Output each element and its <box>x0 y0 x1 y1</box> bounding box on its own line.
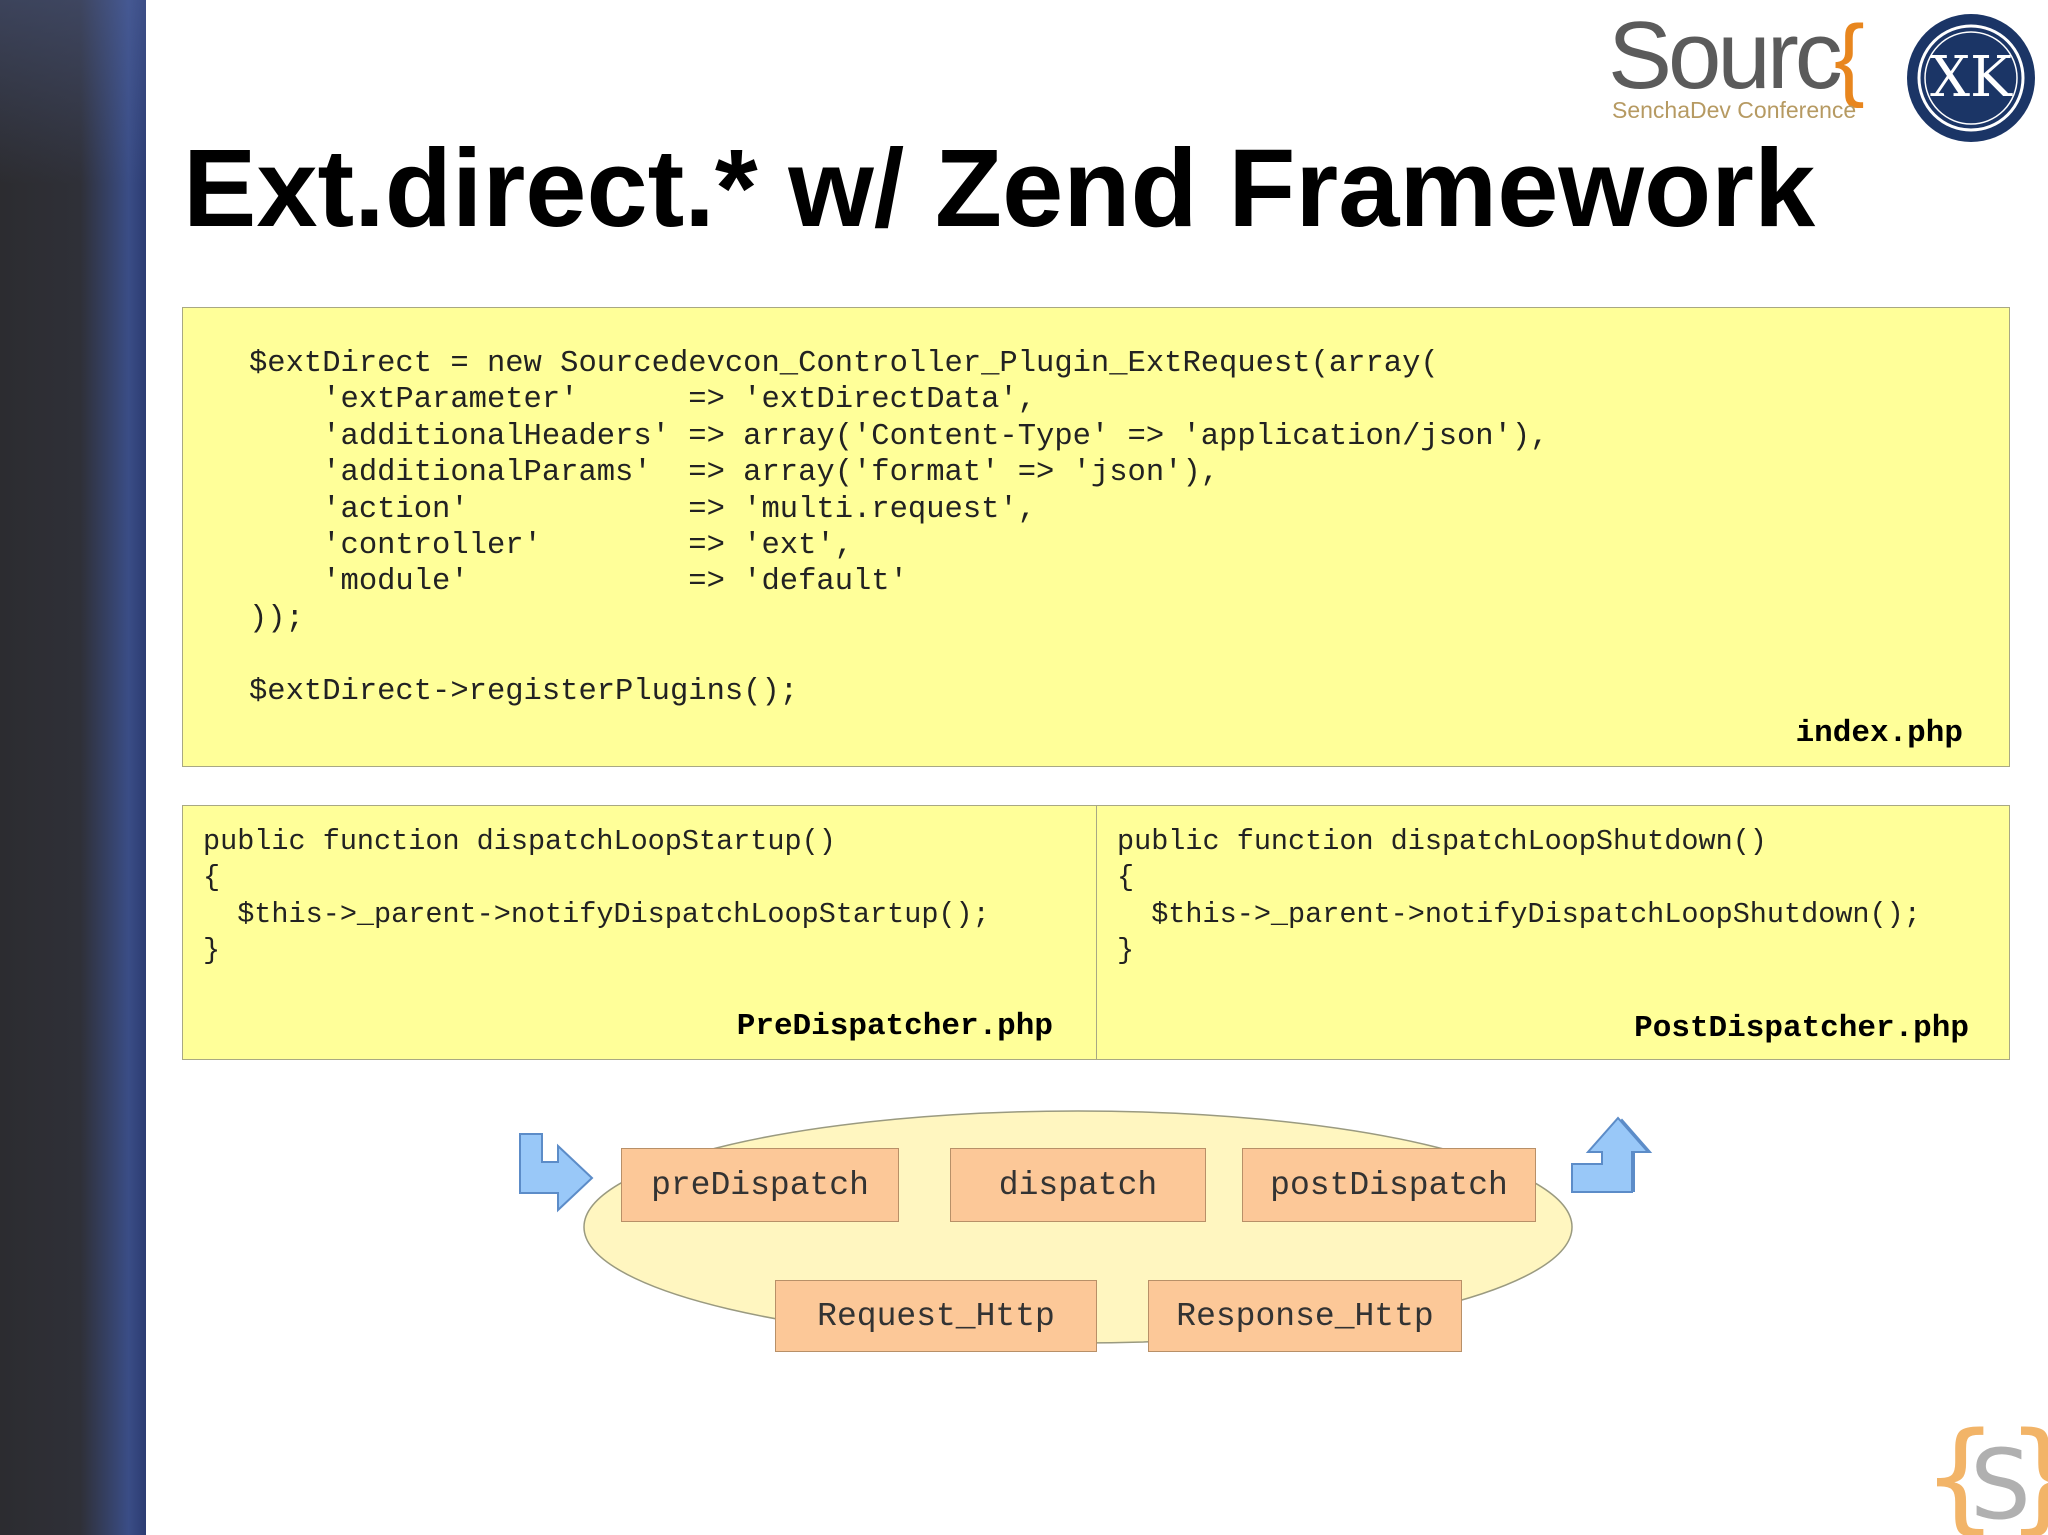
exit-arrow-outline <box>1572 1118 1653 1192</box>
object-response-http: Response_Http <box>1148 1280 1462 1352</box>
logo-subtitle: SenchaDev Conference <box>1612 97 1857 123</box>
index-code: $extDirect = new Sourcedevcon_Controller… <box>249 347 1549 709</box>
slide-title: Ext.direct.* w/ Zend Framework <box>183 127 1816 250</box>
postdispatcher-code: public function dispatchLoopShutdown() {… <box>1117 825 1921 968</box>
sourcedevcon-logo: Sourc { SenchaDev Conference <box>1608 6 1888 126</box>
postdispatcher-filename: PostDispatcher.php <box>1634 1011 1969 1046</box>
corner-letter: S <box>1970 1429 2031 1535</box>
postdispatcher-code-box: public function dispatchLoopShutdown() {… <box>1096 805 2010 1060</box>
sidebar-decoration <box>0 0 146 1535</box>
object-request-http: Request_Http <box>775 1280 1097 1352</box>
enter-arrow-icon <box>519 1133 594 1213</box>
predispatcher-code: public function dispatchLoopStartup() { … <box>203 825 990 968</box>
exit-arrow-icon <box>1571 1116 1651 1193</box>
svg-text:}: } <box>2006 1408 2048 1535</box>
sencha-corner-logo-icon: { } S <box>1922 1408 2048 1535</box>
index-filename: index.php <box>1795 716 1963 751</box>
svg-text:{: { <box>1922 1408 1998 1535</box>
stage-postdispatch: postDispatch <box>1242 1148 1536 1222</box>
conference-seal-icon: XK <box>1907 14 2035 142</box>
stage-dispatch: dispatch <box>950 1148 1206 1222</box>
logo-brace: { <box>1834 7 1865 109</box>
stage-predispatch: preDispatch <box>621 1148 899 1222</box>
predispatcher-code-box: public function dispatchLoopStartup() { … <box>182 805 1098 1060</box>
logo-word: Sourc <box>1608 2 1843 109</box>
seal-letters: XK <box>1930 45 2013 110</box>
index-code-box: $extDirect = new Sourcedevcon_Controller… <box>182 307 2010 767</box>
predispatcher-filename: PreDispatcher.php <box>736 1009 1053 1044</box>
